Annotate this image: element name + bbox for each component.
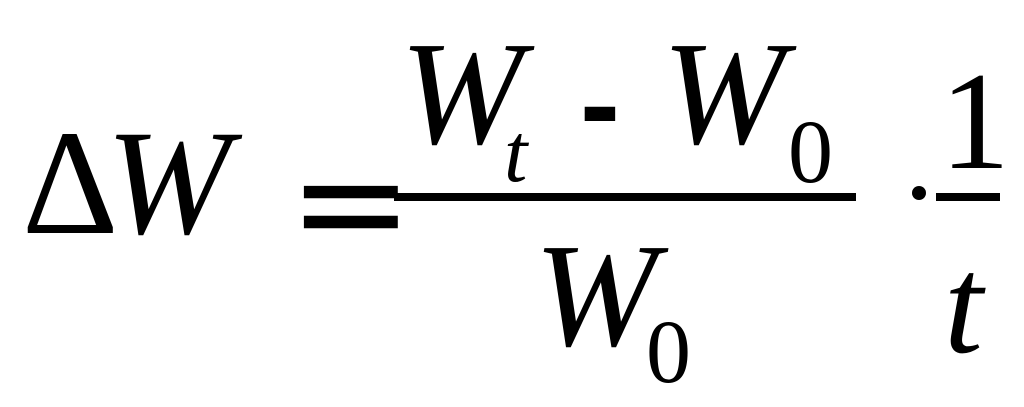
numerator-term1-variable: W	[400, 12, 524, 176]
numerator-term2-subscript: 0	[788, 103, 833, 202]
equals-sign: =	[288, 116, 414, 290]
fraction-bar	[394, 193, 856, 201]
lhs-variable: W	[106, 100, 231, 266]
numerator-term1-subscript: t	[504, 107, 528, 200]
multiply-dot	[912, 186, 926, 200]
reciprocal-numerator: 1	[940, 44, 1010, 199]
numerator-term2-variable: W	[662, 12, 786, 176]
denominator-variable: W	[534, 214, 658, 378]
reciprocal-denominator: t	[944, 228, 983, 383]
delta-symbol: Δ	[22, 100, 119, 266]
minus-sign: -	[580, 37, 620, 171]
denominator-subscript: 0	[646, 303, 691, 402]
reciprocal-fraction-bar	[936, 193, 1000, 201]
